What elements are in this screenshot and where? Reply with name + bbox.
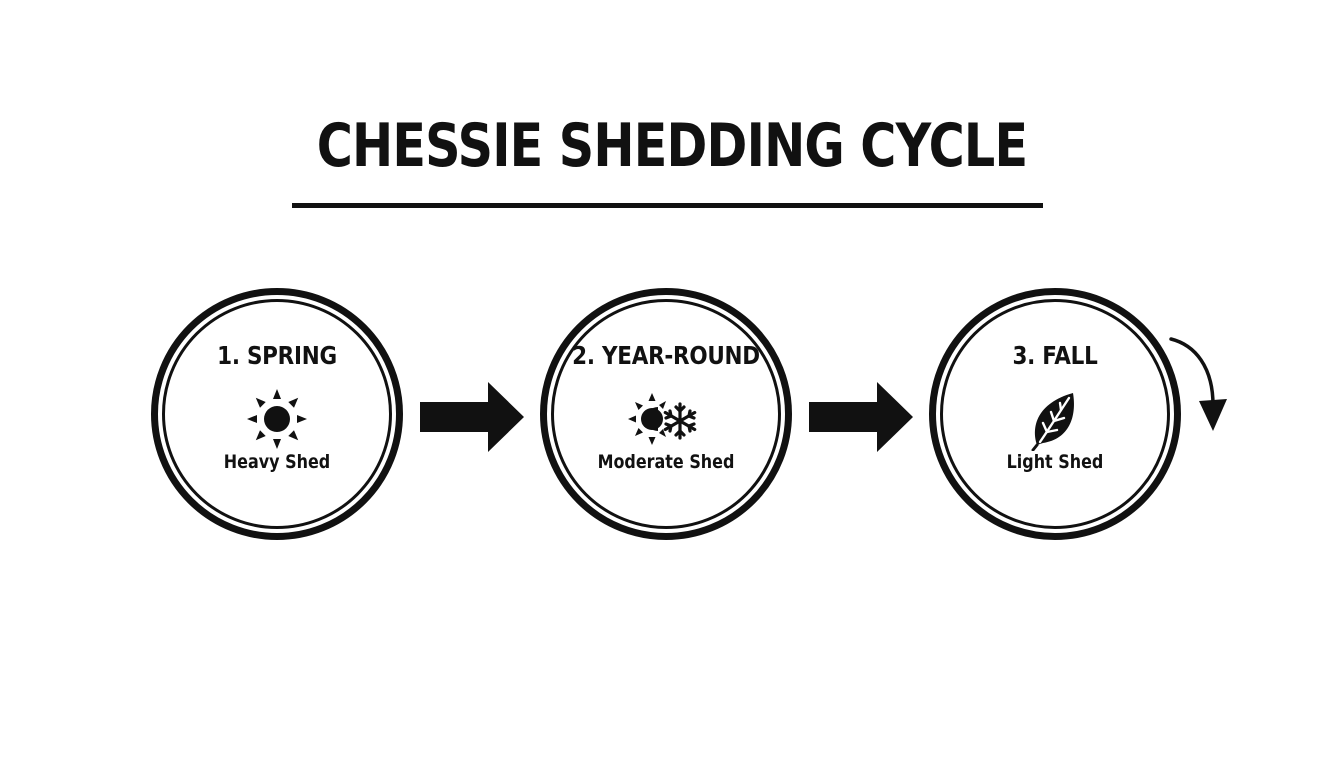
stage-label: 1. SPRING — [217, 341, 337, 370]
title-underline — [292, 203, 1043, 208]
stage-inner-ring — [162, 299, 392, 529]
stage-fall: 3. FALL Light Shed — [929, 288, 1181, 540]
stage-description: Heavy Shed — [223, 451, 331, 473]
stage-inner-ring — [940, 299, 1170, 529]
sun-snowflake-icon — [628, 387, 704, 456]
sun-icon — [245, 387, 309, 456]
diagram-title: CHESSIE SHEDDING CYCLE — [316, 111, 1028, 181]
stage-spring: 1. SPRING Heavy Shed — [151, 288, 403, 540]
leaf-icon — [1023, 387, 1087, 456]
arrow-right-icon — [420, 382, 524, 452]
stage-description: Light Shed — [1006, 451, 1104, 473]
stage-label: 2. YEAR-ROUND — [572, 341, 760, 370]
arrow-right-icon — [809, 382, 913, 452]
stage-description: Moderate Shed — [597, 451, 735, 473]
stage-label: 3. FALL — [1012, 341, 1098, 370]
stage-inner-ring — [551, 299, 781, 529]
stage-year-round: 2. YEAR-ROUND — [540, 288, 792, 540]
cycle-return-arrow-icon — [1169, 337, 1227, 431]
